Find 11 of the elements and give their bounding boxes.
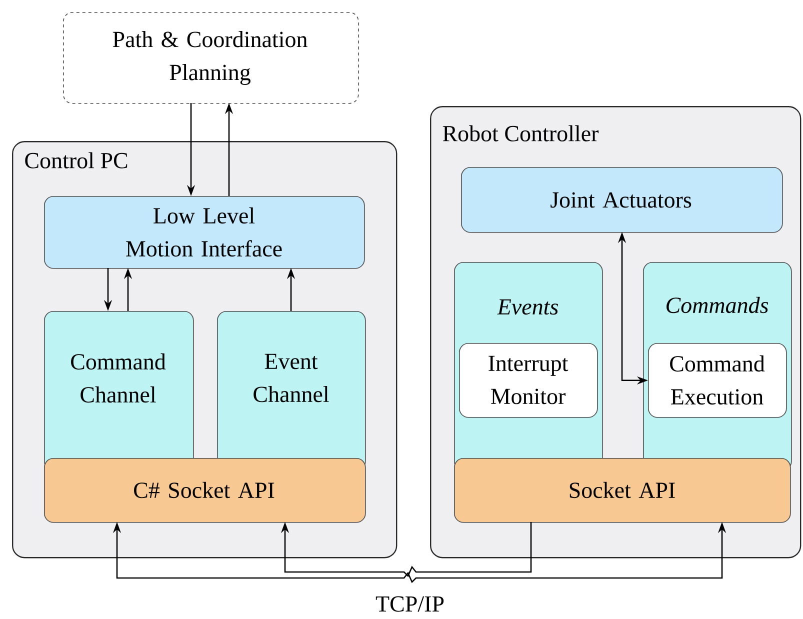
process-box: Low Level Motion Interface [44,196,365,269]
network-label: TCP/IP [376,596,444,612]
socket-box: C# Socket API [44,458,366,523]
channel-box: Command Channel [44,311,194,471]
process-box: Joint Actuators [461,167,783,233]
arrow [280,522,532,578]
process-box: Command Execution [648,343,787,418]
dashed-box: Path & Coordination Planning [63,12,359,104]
socket-box: Socket API [454,458,791,523]
channel-box: Event Channel [217,311,366,471]
process-box: Interrupt Monitor [459,343,598,418]
